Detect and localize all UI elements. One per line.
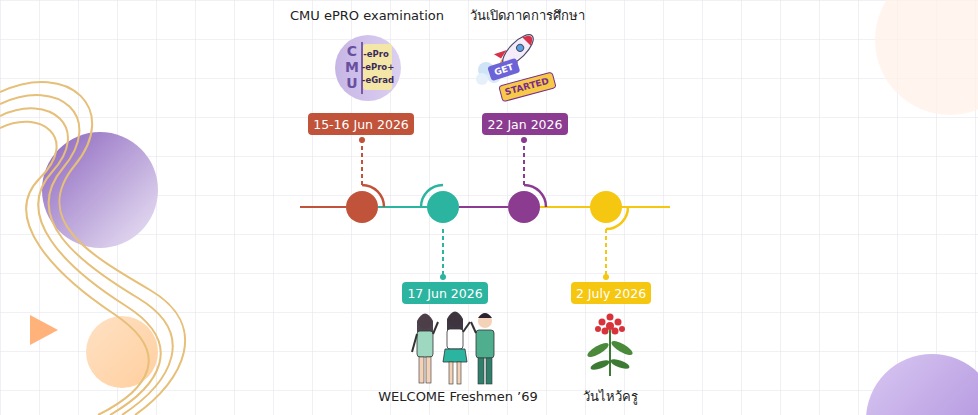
date-pill: 2 July 2026 [571, 282, 651, 304]
event-caption: WELCOME Freshmen ’69 [378, 390, 538, 403]
date-pill: 17 Jun 2026 [402, 282, 488, 304]
logo-text: -ePro [363, 50, 389, 59]
rocket-icon [476, 26, 556, 102]
logo-text: -ePro+ [362, 63, 395, 72]
logo-letter: U [346, 76, 357, 90]
date-text: 22 Jan 2026 [488, 117, 563, 132]
date-pill: 22 Jan 2026 [482, 113, 568, 135]
badge-text: STARTED [504, 77, 550, 97]
date-text: 2 July 2026 [576, 286, 646, 301]
date-text: 15-16 Jun 2026 [313, 117, 409, 132]
leader-dots [359, 137, 609, 280]
event-caption: วันเปิดภาคการศึกษา [470, 9, 585, 22]
date-pill: 15-16 Jun 2026 [308, 113, 414, 135]
logo-letter: C [347, 44, 357, 58]
cmu-icon [335, 35, 401, 101]
flower-illustration [586, 314, 635, 377]
purple-deco-circle [42, 132, 158, 248]
badge-text: GET [493, 63, 515, 78]
logo-letter: M [345, 60, 359, 74]
freshmen-illustration [412, 312, 494, 385]
purple-corner-circle [866, 354, 978, 415]
logo-text: -eGrad [362, 76, 394, 85]
orange-triangle [30, 315, 58, 345]
timeline-markers [346, 185, 628, 229]
gold-wave-lines [0, 82, 185, 415]
date-text: 17 Jun 2026 [407, 286, 482, 301]
leader-lines [362, 139, 606, 278]
event-caption: วันไหว้ครู [583, 390, 638, 403]
event-caption: CMU ePRO examination [290, 9, 444, 22]
peach-corner-circle [875, 0, 978, 115]
